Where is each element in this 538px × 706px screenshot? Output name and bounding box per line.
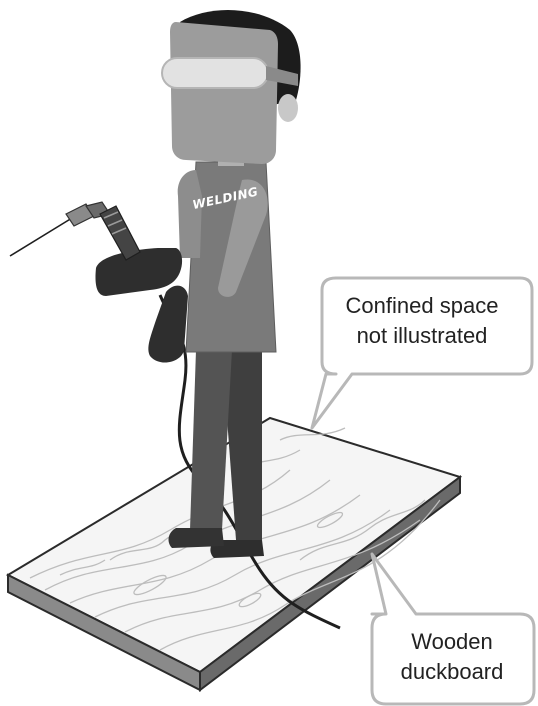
- front-shoe: [169, 528, 224, 548]
- ear: [278, 94, 298, 122]
- welding-torch: [10, 202, 140, 260]
- callout-duckboard-text: Wooden duckboard: [372, 627, 532, 687]
- callout-confined-space-line-2: not illustrated: [322, 321, 522, 351]
- callout-duckboard-line-2: duckboard: [372, 657, 532, 687]
- torch-wire: [10, 218, 72, 256]
- front-arm: [178, 170, 202, 258]
- welding-helmet: [170, 22, 278, 164]
- callout-duckboard-line-1: Wooden: [372, 627, 532, 657]
- callout-confined-space-text: Confined space not illustrated: [322, 291, 522, 351]
- gauntlet-glove: [95, 248, 182, 296]
- callout-confined-space-line-1: Confined space: [322, 291, 522, 321]
- back-glove: [148, 286, 188, 363]
- helmet-visor: [162, 58, 268, 88]
- torch-handle: [100, 206, 140, 260]
